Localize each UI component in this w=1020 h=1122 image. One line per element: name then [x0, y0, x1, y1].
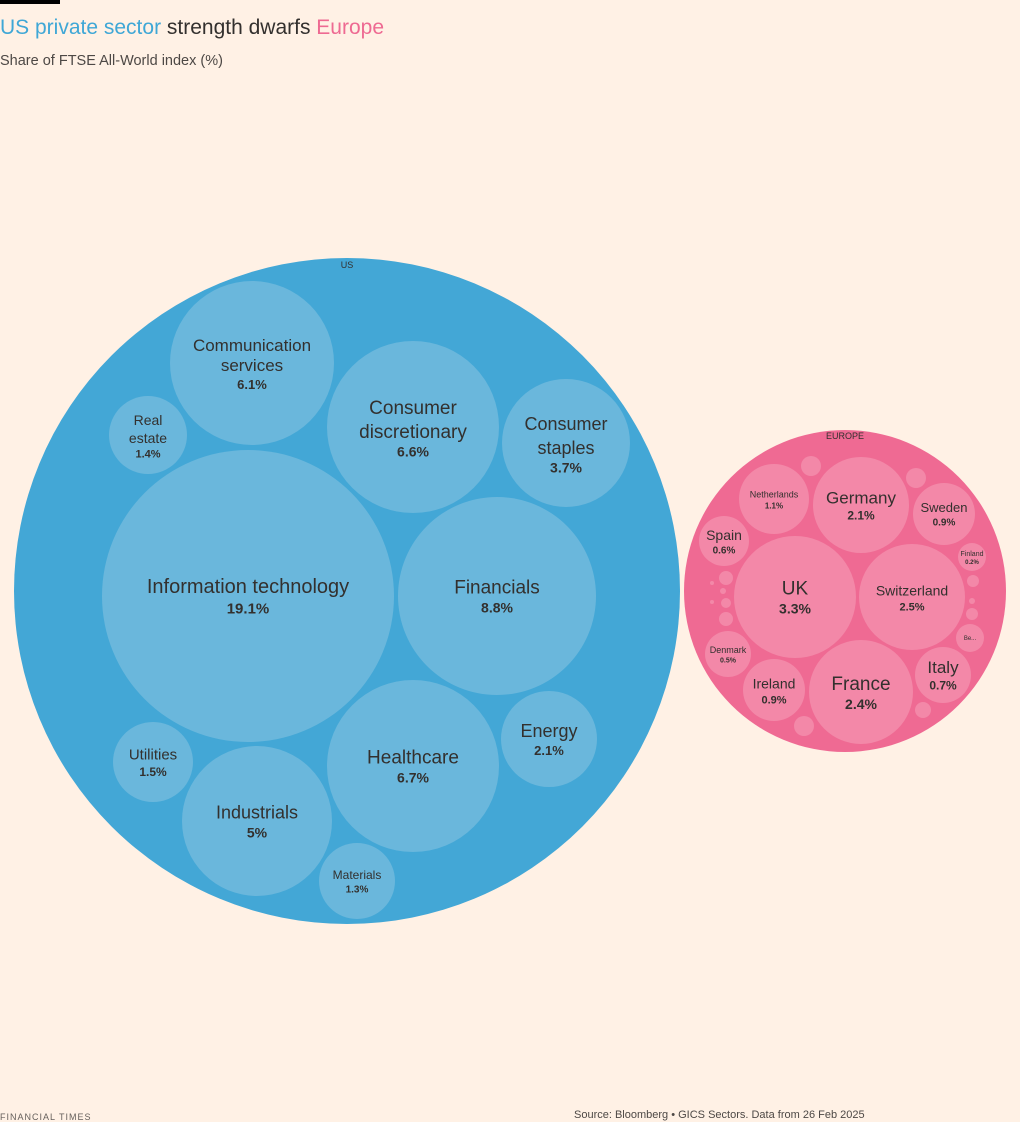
bubble-europe-minor-18: [721, 598, 731, 608]
bubble-value-switzerland: 2.5%: [899, 601, 924, 613]
bubble-name-france: France: [831, 674, 890, 695]
bubble-europe-denmark: [705, 631, 751, 677]
bubble-europe-minor-21: [969, 598, 975, 604]
bubble-europe-minor-17: [719, 612, 733, 626]
bubble-europe-minor-13: [906, 468, 926, 488]
bubble-us-communication-services: [170, 281, 334, 445]
bubble-value-italy: 0.7%: [929, 678, 957, 692]
bubble-value-utilities: 1.5%: [139, 765, 167, 779]
bubble-name-netherlands: Netherlands: [750, 490, 799, 500]
bubble-name-materials: Materials: [333, 868, 382, 882]
chart-title: US private sector strength dwarfs Europe: [0, 15, 384, 41]
bubble-europe-minor-22: [720, 588, 726, 594]
brand-top-bar: [0, 0, 60, 4]
bubble-value-information-technology: 19.1%: [227, 600, 270, 617]
bubble-europe-spain: [699, 516, 749, 566]
bubble-value-denmark: 0.5%: [720, 658, 737, 665]
bubble-us-information-technology: [102, 450, 394, 742]
bubble-europe-finland: [958, 543, 986, 571]
bubble-value-ireland: 0.9%: [761, 694, 786, 706]
bubble-europe-minor-24: [710, 600, 714, 604]
bubble-value-france: 2.4%: [845, 696, 877, 712]
bubble-name-healthcare: Healthcare: [367, 748, 459, 769]
bubble-name-finland: Finland: [961, 551, 984, 558]
bubble-us-materials: [319, 843, 395, 919]
title-europe-part: Europe: [316, 16, 385, 39]
bubble-name-italy: Italy: [927, 658, 959, 677]
bubble-value-consumer-staples: 3.7%: [550, 460, 582, 476]
bubble-value-communication-services: 6.1%: [237, 377, 267, 392]
bubble-europe-minor-12: [801, 456, 821, 476]
bubble-europe-minor-19: [967, 575, 979, 587]
bubble-europe-france: [809, 640, 913, 744]
bubble-europe-minor-20: [966, 608, 978, 620]
bubble-europe-sweden: [913, 483, 975, 545]
bubble-value-healthcare: 6.7%: [397, 770, 429, 786]
bubble-name-energy: Energy: [520, 721, 577, 741]
bubble-value-uk: 3.3%: [779, 601, 811, 617]
bubble-europe-uk: [734, 536, 856, 658]
bubble-value-finland: 0.2%: [965, 560, 979, 566]
bubble-us-consumer-discretionary: [327, 341, 499, 513]
title-us-part: US private sector: [0, 16, 162, 39]
bubble-name-ireland: Ireland: [753, 676, 796, 692]
bubble-value-real-estate: 1.4%: [135, 449, 160, 461]
bubble-europe-switzerland: [859, 544, 965, 650]
bubble-europe-minor-14: [794, 716, 814, 736]
bubble-value-netherlands: 1.1%: [765, 501, 783, 510]
bubble-name-utilities: Utilities: [129, 747, 177, 764]
bubble-name-uk: UK: [782, 579, 809, 600]
bubble-value-materials: 1.3%: [346, 885, 369, 896]
bubble-value-germany: 2.1%: [847, 509, 875, 523]
bubble-name-sweden: Sweden: [921, 500, 968, 515]
title-middle-part: strength dwarfs: [161, 16, 317, 39]
bubble-value-industrials: 5%: [247, 825, 268, 841]
bubble-us-financials: [398, 497, 596, 695]
chart-subtitle: Share of FTSE All-World index (%): [0, 53, 223, 69]
bubble-europe-netherlands: [739, 464, 809, 534]
bubble-name-germany: Germany: [826, 489, 896, 508]
bubble-name-switzerland: Switzerland: [876, 583, 948, 599]
bubble-us-industrials: [182, 746, 332, 896]
bubble-europe-minor-23: [710, 581, 714, 585]
bubble-us-energy: [501, 691, 597, 787]
group-label-us: US: [341, 260, 354, 270]
bubble-name-spain: Spain: [706, 527, 742, 543]
publisher-footer: FINANCIAL TIMES: [0, 1112, 92, 1122]
bubble-europe-be: [956, 624, 984, 652]
bubble-europe-germany: [813, 457, 909, 553]
bubble-europe-ireland: [743, 659, 805, 721]
bubble-name-information-technology: Information technology: [147, 576, 349, 598]
bubble-name-be: Be...: [964, 636, 977, 642]
bubble-europe-minor-15: [915, 702, 931, 718]
bubble-value-financials: 8.8%: [481, 600, 513, 616]
bubble-europe-italy: [915, 647, 971, 703]
bubble-name-industrials: Industrials: [216, 803, 298, 823]
bubble-us-consumer-staples: [502, 379, 630, 507]
bubble-name-financials: Financials: [454, 578, 540, 599]
group-label-europe: EUROPE: [826, 431, 864, 441]
bubble-value-consumer-discretionary: 6.6%: [397, 444, 429, 460]
bubble-name-denmark: Denmark: [710, 645, 747, 655]
bubble-us-utilities: [113, 722, 193, 802]
bubble-us-healthcare: [327, 680, 499, 852]
source-note: Source: Bloomberg • GICS Sectors. Data f…: [574, 1109, 865, 1121]
bubble-value-spain: 0.6%: [713, 545, 736, 556]
bubble-us-real-estate: [109, 396, 187, 474]
bubble-europe-minor-16: [719, 571, 733, 585]
bubble-value-energy: 2.1%: [534, 743, 564, 758]
bubble-value-sweden: 0.9%: [933, 518, 956, 529]
